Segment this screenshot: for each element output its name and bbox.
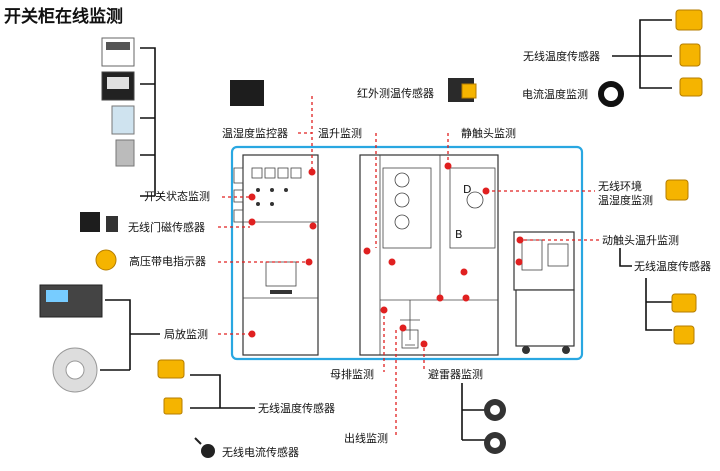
infrared-sensor-icon xyxy=(448,78,477,102)
partial-discharge-icons xyxy=(39,284,103,393)
label-static-contact: 静触头监测 xyxy=(461,126,516,140)
cabinet-frame xyxy=(230,145,584,361)
diagram-title: 开关柜在线监测 xyxy=(4,6,123,27)
label-env-line1: 无线环境 xyxy=(598,179,642,193)
top-right-temp-sensor-icons xyxy=(675,9,703,97)
env-sensor-icon xyxy=(665,179,689,201)
label-infrared-temp: 红外测温传感器 xyxy=(357,87,434,100)
compartment-label-b: B xyxy=(455,228,463,241)
label-busbar: 母排监测 xyxy=(330,367,374,381)
door-sensor-icon xyxy=(80,212,118,232)
sensor-markers xyxy=(248,162,524,348)
label-wireless-temp-right: 无线温度传感器 xyxy=(634,259,711,273)
label-arrester: 避雷器监测 xyxy=(428,367,483,381)
humidity-controller-icon xyxy=(230,80,264,106)
label-wireless-temp-bottom: 无线温度传感器 xyxy=(258,401,335,415)
compartment-label-d: D xyxy=(463,183,471,196)
hv-indicator-icon xyxy=(95,249,117,271)
label-door-sensor: 无线门磁传感器 xyxy=(128,220,205,234)
label-partial-discharge: 局放监测 xyxy=(164,327,208,341)
wireless-current-sensor-icon xyxy=(194,437,215,458)
connector-lines xyxy=(100,19,672,441)
label-switch-status: 开关状态监测 xyxy=(144,189,210,203)
current-temp-ring-icon xyxy=(598,81,624,107)
label-wireless-current: 无线电流传感器 xyxy=(222,445,299,459)
label-outgoing-line: 出线监测 xyxy=(344,431,388,445)
breaker-cart xyxy=(513,231,575,354)
middle-cabinet: D B xyxy=(359,154,499,356)
label-hv-indicator: 高压带电指示器 xyxy=(129,254,206,268)
left-cabinet xyxy=(233,154,319,356)
switch-status-device-icons xyxy=(101,37,135,167)
label-wireless-temp-top: 无线温度传感器 xyxy=(523,49,600,63)
right-temp-sensor-icons xyxy=(671,293,697,345)
bottom-temp-sensor-icons xyxy=(157,359,185,415)
leader-lines xyxy=(218,96,600,438)
label-humidity-controller: 温湿度监控器 xyxy=(222,126,288,140)
label-moving-contact: 动触头温升监测 xyxy=(602,233,679,247)
label-temp-rise: 温升监测 xyxy=(318,127,362,140)
label-env-line2: 温湿度监测 xyxy=(598,193,653,207)
label-current-temp: 电流温度监测 xyxy=(522,87,588,101)
arrester-monitor-icons xyxy=(484,399,506,454)
